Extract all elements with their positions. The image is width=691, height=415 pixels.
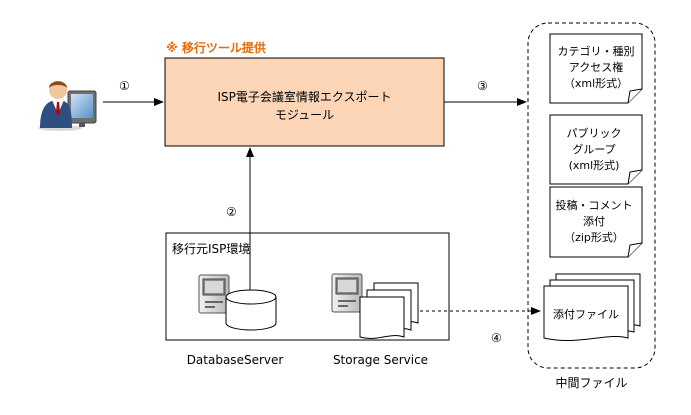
doc-posts-line2: 添付: [583, 215, 605, 228]
database-server-label: DatabaseServer: [186, 353, 284, 367]
doc-posts-line1: 投稿・コメント: [555, 199, 633, 212]
intermediate-files-title: 中間ファイル: [555, 376, 628, 390]
module-title-line1: ISP電子会議室情報エクスポート: [217, 90, 392, 104]
doc-attachments-label: 添付ファイル: [553, 308, 619, 321]
doc-public-line1: パブリック: [566, 127, 622, 140]
storage-service-label: Storage Service: [332, 353, 429, 367]
attachment-files-stack: [543, 273, 641, 341]
user-at-computer-icon: [38, 81, 97, 131]
step-1-label: ①: [119, 79, 130, 93]
step-4-label: ④: [491, 331, 502, 345]
document-stack-icon: [359, 282, 419, 339]
step-2-label: ②: [226, 205, 237, 219]
intermediate-files-container: [527, 22, 656, 369]
doc-public-line2: グループ: [572, 143, 616, 156]
storage-server-computer-icon: [331, 273, 363, 313]
doc-category-line1: カテゴリ・種別: [557, 45, 635, 58]
export-module-box: [164, 57, 445, 147]
module-title-line2: モジュール: [274, 108, 335, 122]
database-cylinder-icon: [225, 289, 277, 331]
tool-note-label: ※ 移行ツール提供: [166, 41, 266, 55]
doc-public-line3: (xml形式): [568, 159, 620, 172]
doc-category-line3: （xml形式）: [563, 77, 629, 90]
step-3-label: ③: [477, 79, 488, 93]
database-server-computer-icon: [198, 274, 230, 314]
doc-category-line2: アクセス権: [568, 61, 624, 74]
source-env-title: 移行元ISP環境: [172, 242, 251, 256]
doc-posts-line3: （zip形式）: [564, 231, 624, 244]
